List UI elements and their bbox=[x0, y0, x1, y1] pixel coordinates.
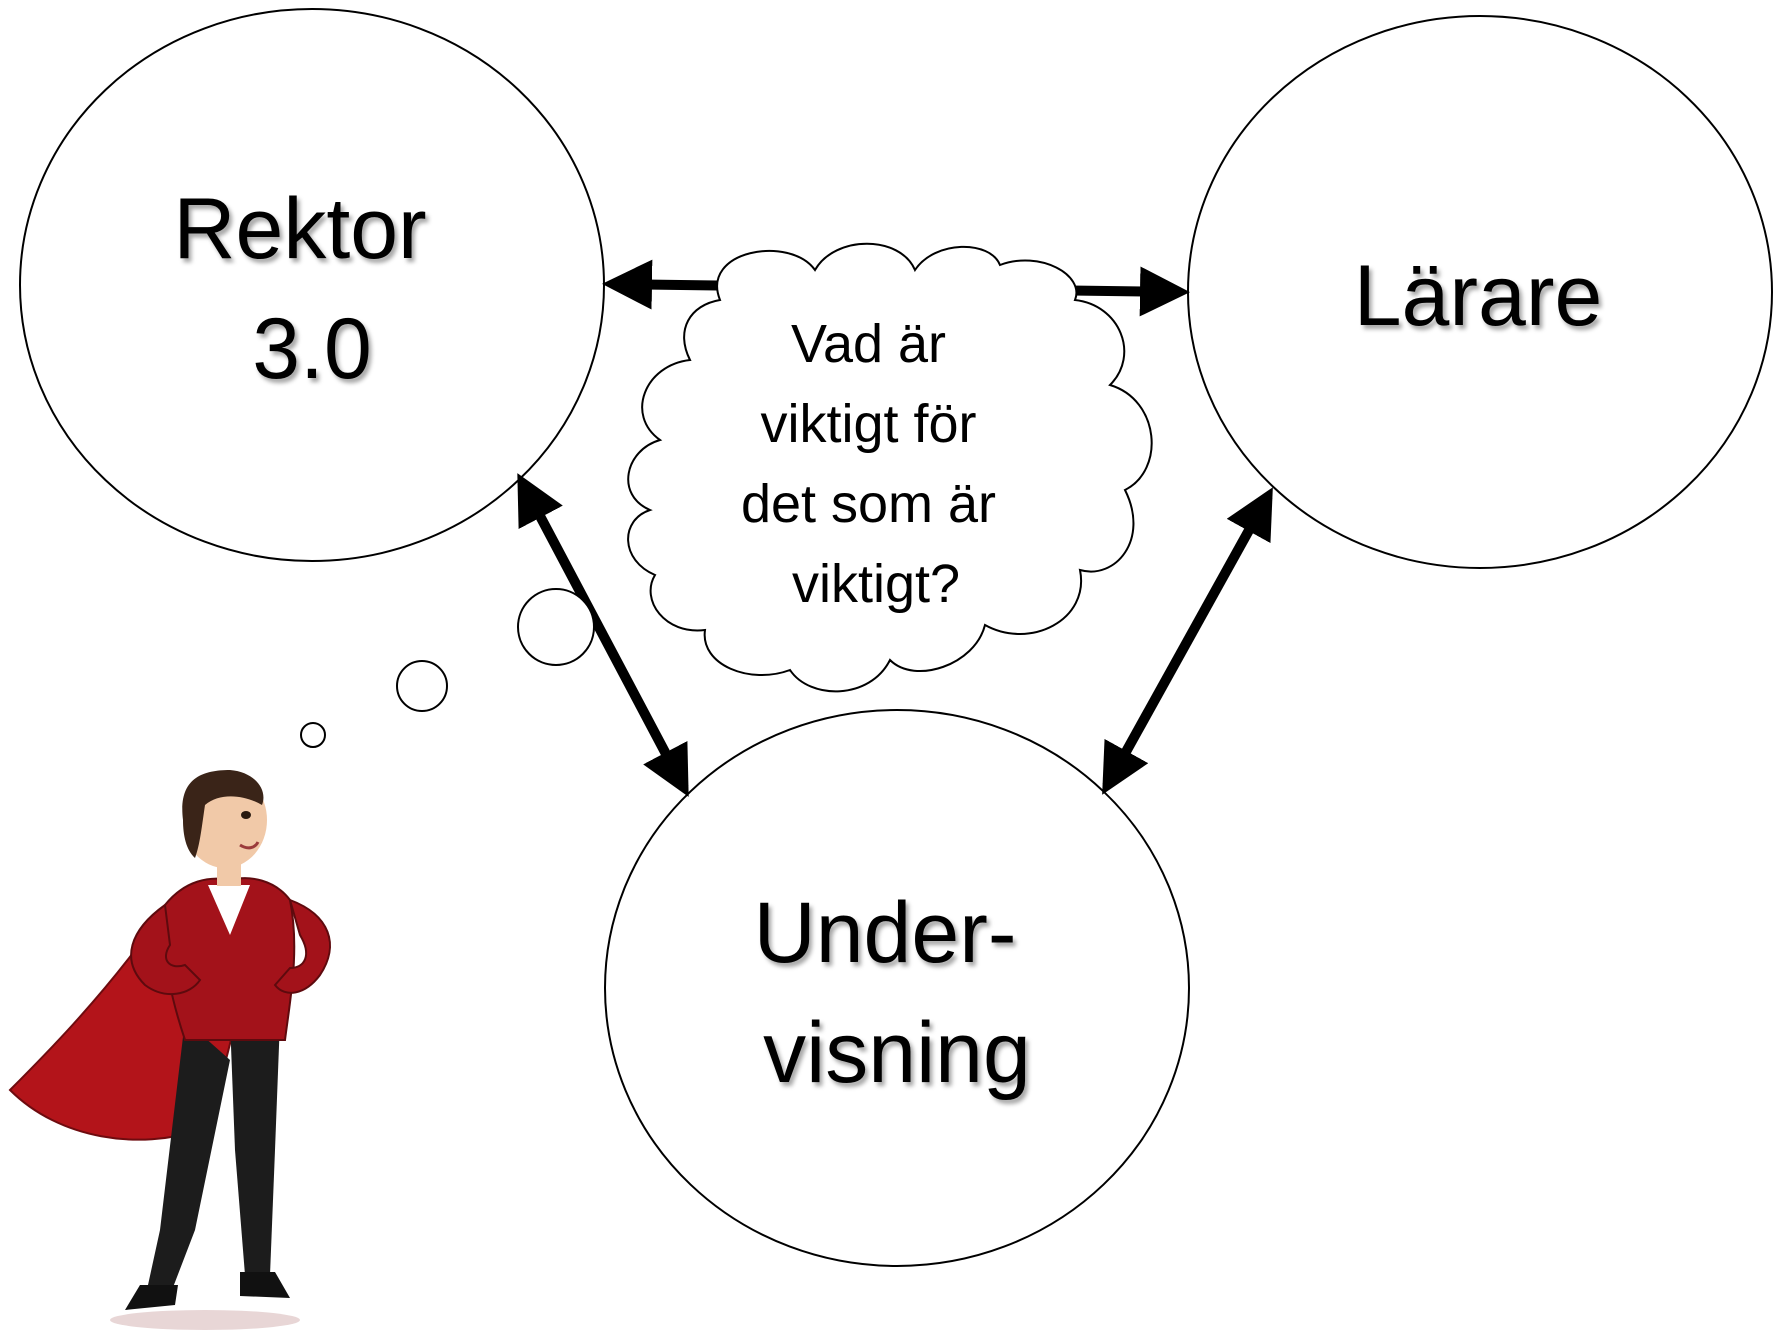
thought-cloud-line3: det som är bbox=[741, 474, 996, 534]
arrow-rektor-undervisning bbox=[517, 473, 689, 797]
undervisning-label: Under- visning bbox=[754, 885, 1041, 1101]
thought-bubble-medium bbox=[396, 660, 448, 712]
rektor-label-line2: 3.0 bbox=[252, 301, 372, 397]
thought-bubble-large bbox=[517, 588, 595, 666]
undervisning-label-line1: Under- bbox=[754, 885, 1017, 981]
thought-cloud-line1: Vad är bbox=[791, 314, 946, 374]
undervisning-label-line2: visning bbox=[763, 1005, 1031, 1101]
thought-cloud bbox=[300, 242, 1153, 748]
thought-cloud-text: Vad är viktigt för det som är viktigt? bbox=[741, 314, 1011, 614]
thought-bubble-small bbox=[300, 722, 326, 748]
thought-cloud-line2: viktigt för bbox=[760, 394, 976, 454]
arrow-larare-undervisning bbox=[1102, 487, 1273, 795]
superhero-woman-icon bbox=[8, 770, 331, 1330]
larare-label: Lärare bbox=[1354, 248, 1603, 344]
thought-cloud-line4: viktigt? bbox=[792, 554, 960, 614]
undervisning-node bbox=[604, 709, 1190, 1267]
rektor-label: Rektor 3.0 bbox=[173, 181, 450, 397]
rektor-node bbox=[19, 8, 605, 562]
rektor-label-line1: Rektor bbox=[173, 181, 426, 277]
